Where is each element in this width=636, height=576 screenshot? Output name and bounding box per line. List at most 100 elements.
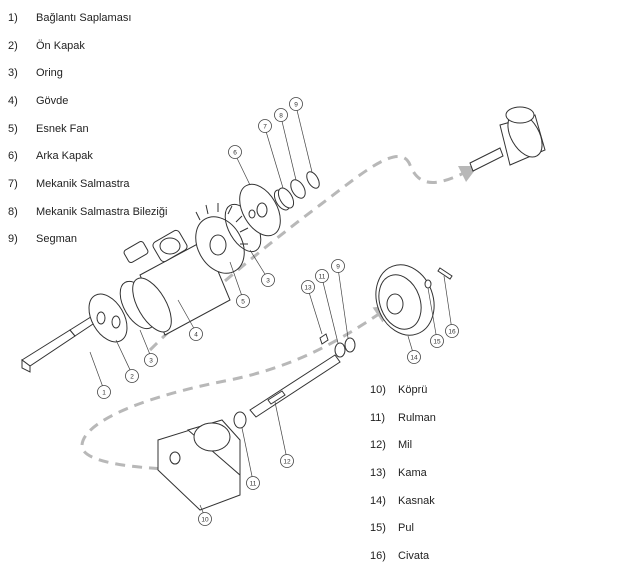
callout-4: 4 — [189, 327, 203, 341]
legend-item: 3) Oring — [8, 59, 167, 87]
parts-legend-left: 1)Bağlantı Saplaması 2)Ön Kapak 3)Oring … — [8, 4, 167, 253]
callout-10: 10 — [198, 512, 212, 526]
legend-label: Oring — [36, 67, 63, 80]
svg-text:5: 5 — [241, 299, 245, 306]
svg-text:15: 15 — [433, 339, 441, 346]
legend-number: 16) — [370, 549, 386, 562]
legend-item: 10) Köprü — [370, 376, 436, 404]
callout-9-second: 9 — [331, 259, 345, 273]
svg-text:3: 3 — [266, 278, 270, 285]
mechanical-seal-part — [273, 187, 295, 211]
front-cover-part — [88, 293, 128, 343]
callout-12: 12 — [280, 454, 294, 468]
svg-text:9: 9 — [294, 102, 298, 109]
svg-text:7: 7 — [263, 124, 267, 131]
legend-number: 15) — [370, 522, 386, 535]
key-part — [319, 333, 329, 345]
legend-item: 2) Ön Kapak — [8, 32, 167, 60]
circlip-part — [344, 337, 356, 353]
callout-16: 16 — [445, 324, 459, 338]
svg-text:13: 13 — [304, 285, 312, 292]
legend-item: 13) Kama — [370, 459, 436, 487]
svg-text:16: 16 — [448, 329, 456, 336]
svg-text:2: 2 — [130, 374, 134, 381]
legend-label: Segman — [36, 233, 77, 246]
assembly-path-lower — [80, 305, 393, 472]
legend-item: 9)Segman — [8, 226, 167, 254]
flexible-fan-part — [195, 203, 249, 274]
legend-number: 3) — [8, 67, 18, 80]
assembled-pump-part — [469, 106, 546, 172]
legend-number: 8) — [8, 205, 18, 218]
seal-collar-part — [290, 179, 306, 199]
legend-item: 12) Mil — [370, 431, 436, 459]
legend-number: 1) — [8, 11, 18, 24]
callout-5: 5 — [236, 294, 250, 308]
shaft-part — [249, 354, 341, 418]
legend-label: Kasnak — [398, 494, 435, 507]
legend-number: 11) — [370, 411, 386, 424]
callout-15: 15 — [430, 334, 444, 348]
legend-item: 14) Kasnak — [370, 487, 436, 515]
legend-label: Ön Kapak — [36, 39, 85, 52]
svg-text:10: 10 — [201, 517, 209, 524]
callout-3-second: 3 — [261, 273, 275, 287]
parts-legend-right: 10) Köprü 11) Rulman 12) Mil 13) Kama 14) Kas… — [370, 376, 436, 570]
callout-13: 13 — [301, 280, 315, 294]
callout-14: 14 — [407, 350, 421, 364]
legend-item: 5) Esnek Fan — [8, 115, 167, 143]
legend-number: 2) — [8, 39, 18, 52]
legend-label: Pul — [398, 522, 414, 535]
legend-number: 7) — [8, 177, 18, 190]
svg-text:4: 4 — [194, 332, 198, 339]
svg-text:14: 14 — [410, 355, 418, 362]
svg-text:1: 1 — [102, 390, 106, 397]
callout-8: 8 — [274, 108, 288, 122]
legend-number: 5) — [8, 122, 18, 135]
legend-number: 4) — [8, 94, 18, 107]
legend-label: Civata — [398, 549, 430, 562]
legend-label: Esnek Fan — [36, 122, 89, 135]
pulley-part — [375, 264, 435, 336]
legend-label: Mekanik Salmastra — [36, 177, 130, 190]
callout-1: 1 — [97, 385, 111, 399]
callout-11-upper: 11 — [315, 269, 329, 283]
legend-item: 8) Mekanik Salmastra Bileziği — [8, 198, 167, 226]
svg-text:3: 3 — [149, 358, 153, 365]
legend-label: Arka Kapak — [36, 150, 93, 163]
washer-part — [424, 279, 432, 289]
callout-11-lower: 11 — [246, 476, 260, 490]
bearing-part — [233, 411, 247, 429]
svg-text:6: 6 — [233, 150, 237, 157]
bearing-part — [334, 342, 346, 358]
legend-item: 6)Arka Kapak — [8, 142, 167, 170]
leader-lines — [89, 105, 453, 518]
svg-text:12: 12 — [283, 459, 291, 466]
legend-item: 16) Civata — [370, 542, 436, 570]
svg-text:11: 11 — [250, 481, 257, 488]
legend-number: 12) — [370, 439, 386, 452]
legend-number: 13) — [370, 466, 386, 479]
callout-9: 9 — [289, 97, 303, 111]
legend-item: 4) Gövde — [8, 87, 167, 115]
legend-label: Kama — [398, 466, 427, 479]
legend-label: Gövde — [36, 94, 69, 107]
svg-text:8: 8 — [279, 113, 283, 120]
svg-text:9: 9 — [336, 264, 340, 271]
legend-label: Rulman — [398, 411, 436, 424]
legend-item: 7) Mekanik Salmastra — [8, 170, 167, 198]
legend-label: Bağlantı Saplaması — [36, 11, 132, 24]
legend-number: 10) — [370, 383, 386, 396]
bolt-part — [437, 267, 453, 280]
callout-6: 6 — [228, 145, 242, 159]
rear-cover-part — [239, 183, 281, 237]
legend-item: 15) Pul — [370, 514, 436, 542]
legend-label: Mekanik Salmastra Bileziği — [36, 205, 168, 218]
legend-number: 14) — [370, 494, 386, 507]
legend-label: Mil — [398, 439, 413, 452]
callout-7: 7 — [258, 119, 272, 133]
bridge-part — [157, 419, 241, 511]
legend-label: Köprü — [398, 383, 428, 396]
legend-item: 11) Rulman — [370, 404, 436, 432]
